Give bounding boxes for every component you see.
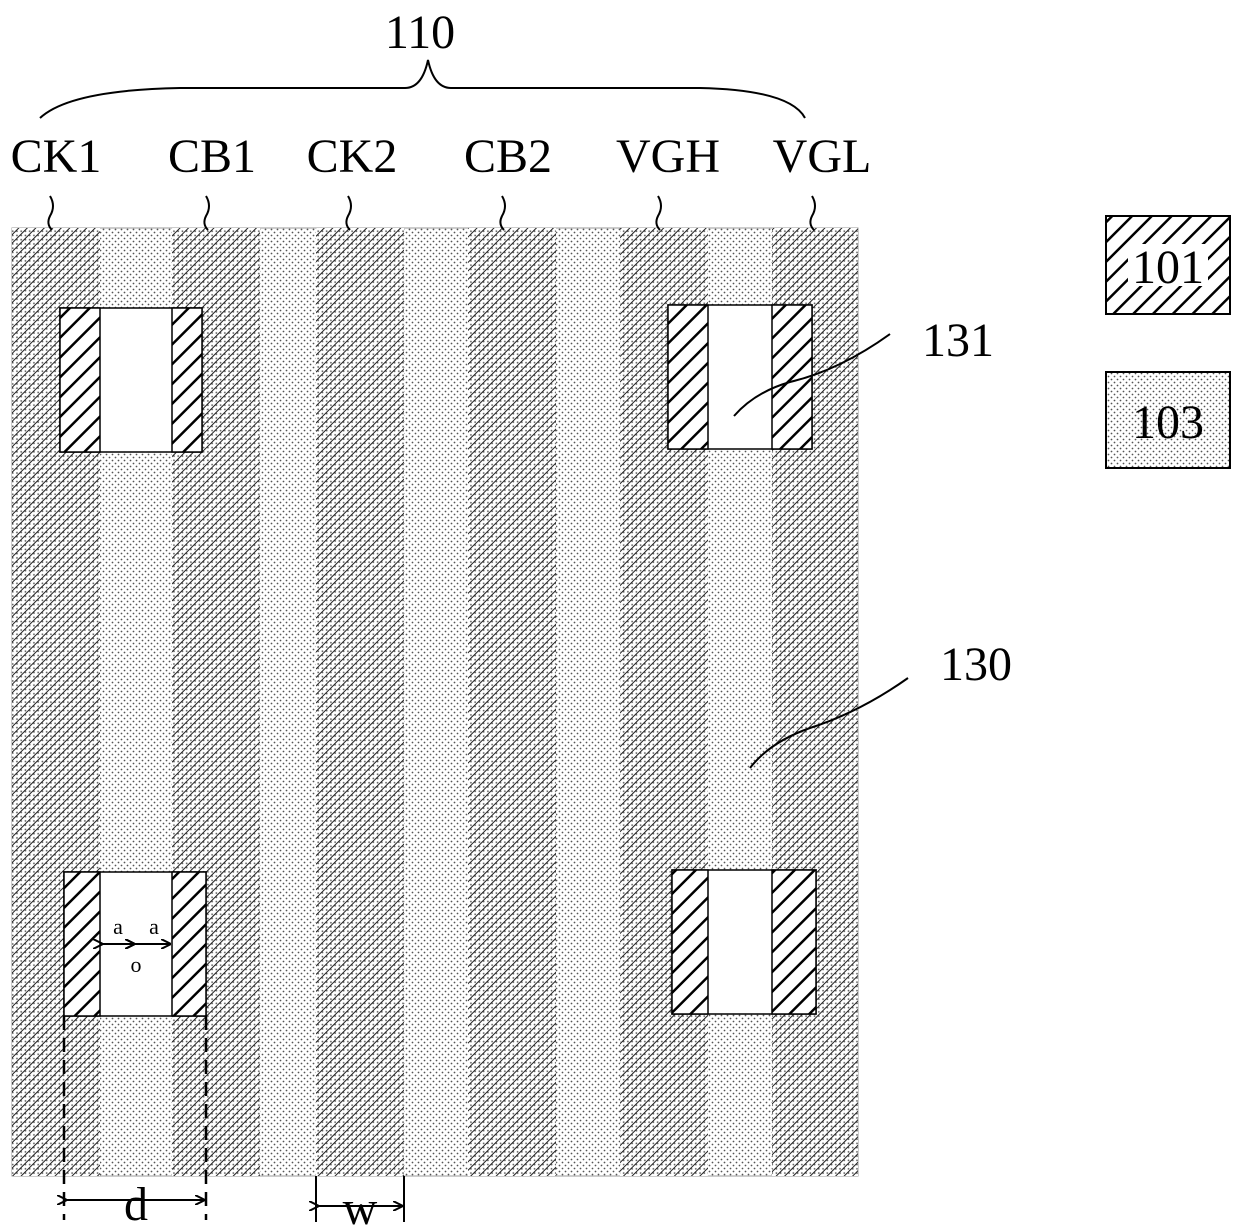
- dim-a-right: a: [149, 914, 159, 939]
- via-top-right: [668, 305, 812, 449]
- dimension-w: w: [316, 1176, 404, 1231]
- dim-o: o: [131, 952, 142, 977]
- legend-label-101: 101: [1132, 241, 1204, 294]
- label-ck1: CK1: [11, 130, 102, 183]
- via-top-left: [60, 308, 202, 452]
- dim-w: w: [343, 1182, 378, 1231]
- dim-d: d: [124, 1178, 148, 1231]
- group-brace: [40, 60, 805, 118]
- line-ck2: [316, 228, 404, 1176]
- callout-130: 130: [940, 638, 1012, 691]
- label-cb2: CB2: [464, 130, 552, 183]
- label-vgh: VGH: [616, 130, 720, 183]
- label-cb1: CB1: [168, 130, 256, 183]
- label-ck2: CK2: [307, 130, 398, 183]
- line-labels: CK1 CB1 CK2 CB2 VGH VGL: [11, 130, 872, 230]
- line-cb2: [468, 228, 556, 1176]
- legend-label-103: 103: [1132, 396, 1204, 449]
- group-label: 110: [385, 6, 455, 59]
- legend-item-103: 103: [1106, 372, 1230, 468]
- label-vgl: VGL: [773, 130, 872, 183]
- dim-a-left: a: [113, 914, 123, 939]
- callout-131: 131: [922, 314, 994, 367]
- legend: 101 103: [1106, 216, 1230, 468]
- via-bottom-right: [672, 870, 816, 1014]
- legend-item-101: 101: [1106, 216, 1230, 314]
